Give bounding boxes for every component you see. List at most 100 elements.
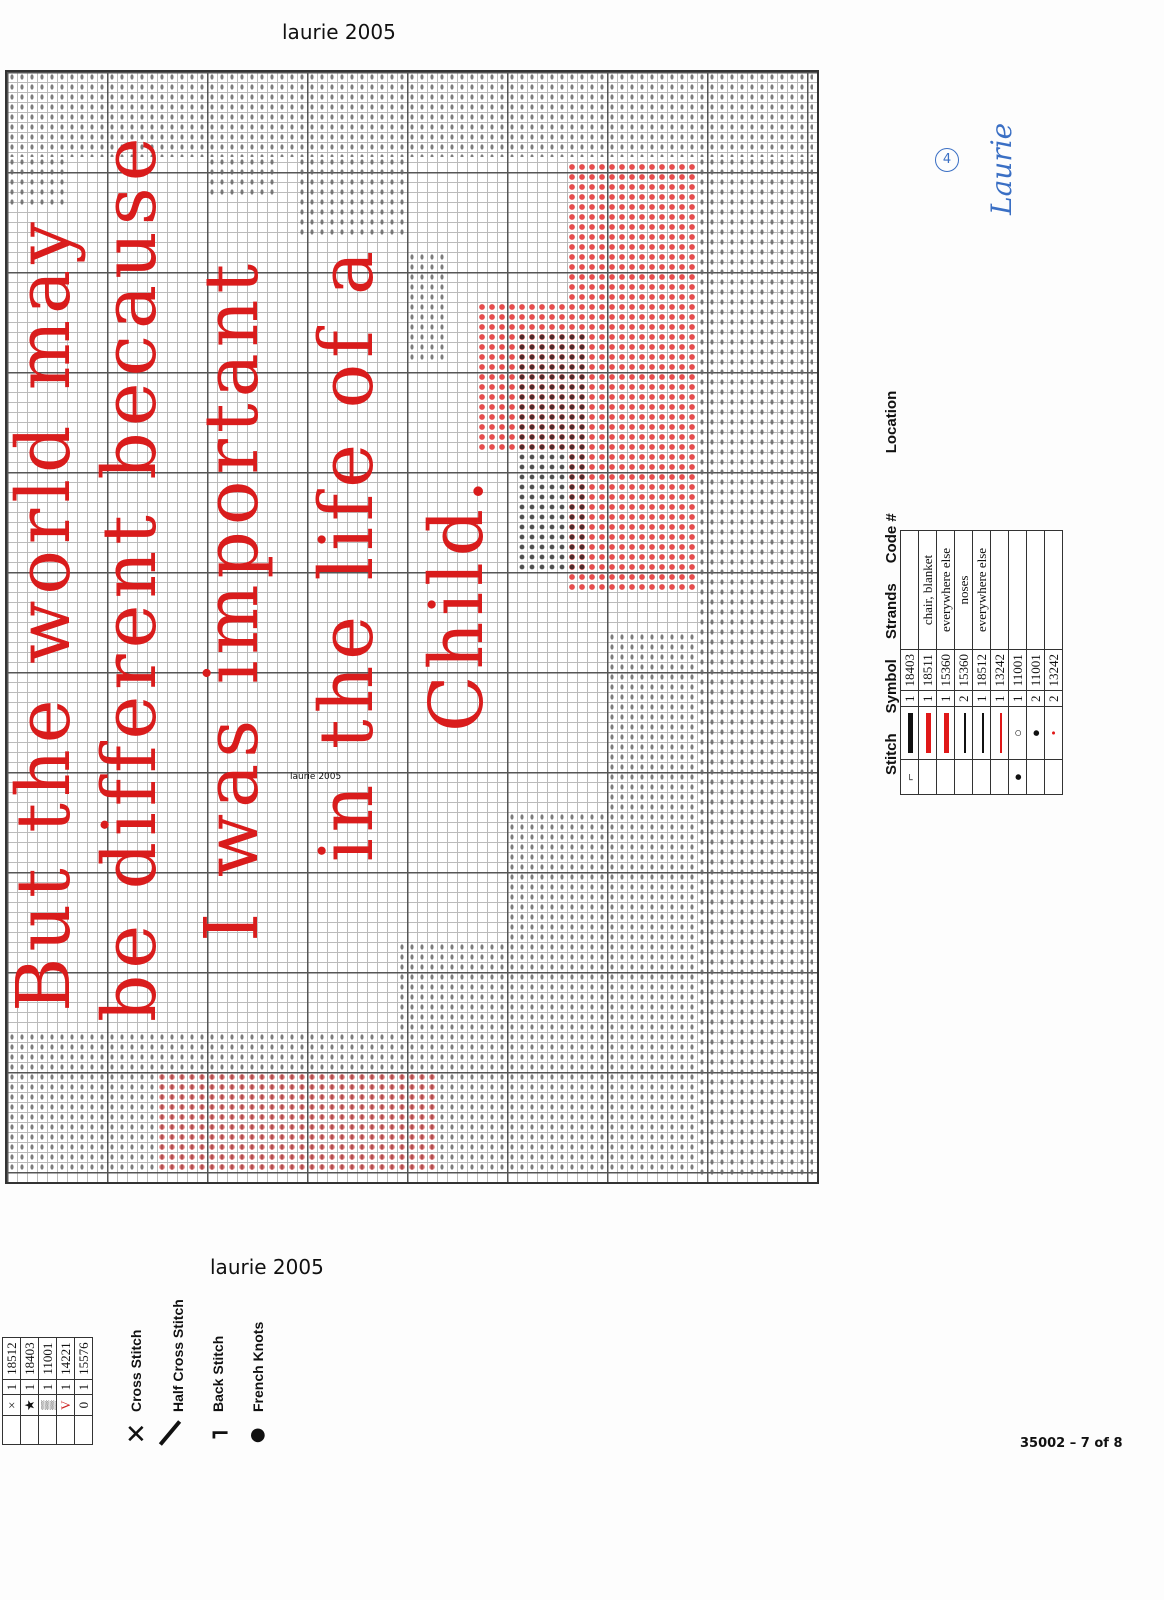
location-cell — [1044, 530, 1063, 650]
watermark-mid: laurie 2005 — [290, 772, 342, 782]
strands-cell: 1 — [74, 1379, 93, 1395]
code-cell: 11001 — [1026, 649, 1045, 691]
location-cell: everywhere else — [972, 530, 991, 650]
key-cross-stitch: Cross Stitch — [128, 1329, 144, 1412]
location-cell: chair, blanket — [918, 530, 937, 650]
black-symbol-region — [517, 332, 587, 572]
empty-cell — [2, 1415, 21, 1445]
location-cell: noses — [954, 530, 973, 650]
empty-cell — [74, 1415, 93, 1445]
back-stitch-icon: ⌐ — [210, 1420, 231, 1448]
gray-fill-region — [297, 157, 407, 237]
header-location: Location — [883, 390, 900, 454]
gray-fill-region — [7, 72, 813, 157]
chart-text-line-2: be different because — [87, 131, 173, 1022]
header-symbol: Symbol — [883, 659, 900, 714]
code-cell: 11001 — [1008, 649, 1027, 691]
half-cross-icon — [158, 1420, 182, 1446]
strands-cell: 1 — [990, 691, 1009, 707]
symbol-cell — [954, 706, 973, 760]
strands-cell: 1 — [900, 691, 919, 707]
empty-cell — [38, 1415, 57, 1445]
gray-fill-region — [7, 157, 67, 207]
gray-fill-region — [507, 812, 607, 1172]
location-cell — [1008, 530, 1027, 650]
strands-cell: 1 — [972, 691, 991, 707]
strands-cell: 1 — [2, 1379, 21, 1395]
chart-text-line-1: But the world may — [1, 216, 87, 1012]
code-cell: 15576 — [74, 1337, 93, 1380]
header-strands: Strands — [883, 583, 900, 640]
line-symbol-icon — [999, 713, 1002, 753]
location-cell — [990, 530, 1009, 650]
line-symbol-icon — [981, 713, 984, 753]
back-stitch-icon — [936, 759, 955, 795]
watermark-bottom: laurie 2005 — [210, 1255, 324, 1279]
strands-cell: 2 — [1044, 691, 1063, 707]
strands-cell: 1 — [918, 691, 937, 707]
location-cell — [900, 530, 919, 650]
strands-cell: 1 — [38, 1379, 57, 1395]
symbol-cell — [936, 706, 955, 760]
key-back-stitch: Back Stitch — [210, 1335, 226, 1412]
back-stitch-icon — [918, 759, 937, 795]
strands-cell: 1 — [936, 691, 955, 707]
location-cell: everywhere else — [936, 530, 955, 650]
back-stitch-icon — [972, 759, 991, 795]
symbol-cell: ● — [1026, 706, 1045, 760]
chart-text-line-4: in the life of a — [304, 244, 390, 862]
strands-cell: 1 — [1008, 691, 1027, 707]
stitch-chart-grid: But the world may be different because I… — [1, 70, 819, 1184]
symbol-cell: × — [2, 1394, 21, 1416]
symbol-cell — [972, 706, 991, 760]
red-h-v-region — [567, 162, 697, 592]
chart-text-line-5: Child. — [414, 473, 500, 732]
gray-fill-region — [607, 632, 697, 1172]
code-cell: 18512 — [2, 1337, 21, 1380]
code-cell: 18511 — [918, 649, 937, 691]
code-cell: 15360 — [954, 649, 973, 691]
key-french-knots: French Knots — [250, 1321, 266, 1412]
symbol-cell: ▒ — [38, 1394, 57, 1416]
strands-cell: 2 — [1026, 691, 1045, 707]
backstitch-legend: Stitch Symbol Strands Code # Location ⌐1… — [860, 391, 1063, 815]
french-knot-icon — [1044, 759, 1063, 795]
code-cell: 11001 — [38, 1337, 57, 1380]
symbol-cell — [918, 706, 937, 760]
strands-cell: 1 — [20, 1379, 39, 1395]
empty-cell — [56, 1415, 75, 1445]
cross-stitch-icon: ✕ — [125, 1420, 147, 1450]
symbol-cell — [900, 706, 919, 760]
header-code: Code # — [883, 513, 900, 564]
chart-text-line-3: I was important — [189, 257, 275, 942]
symbol-cell: 0 — [74, 1394, 93, 1416]
strands-cell: 2 — [954, 691, 973, 707]
code-cell: 18512 — [972, 649, 991, 691]
french-knot-icon: ● — [250, 1424, 266, 1445]
key-half-cross-stitch: Half Cross Stitch — [170, 1299, 186, 1412]
red-v-region — [157, 1072, 437, 1172]
symbol-cell: V — [56, 1394, 75, 1416]
code-cell: 14221 — [56, 1337, 75, 1380]
french-knot-icon: ● — [1008, 759, 1027, 795]
strands-cell: 1 — [56, 1379, 75, 1395]
watermark-top: laurie 2005 — [282, 20, 396, 44]
line-symbol-icon — [963, 713, 966, 753]
symbol-cell — [990, 706, 1009, 760]
location-cell — [1026, 530, 1045, 650]
